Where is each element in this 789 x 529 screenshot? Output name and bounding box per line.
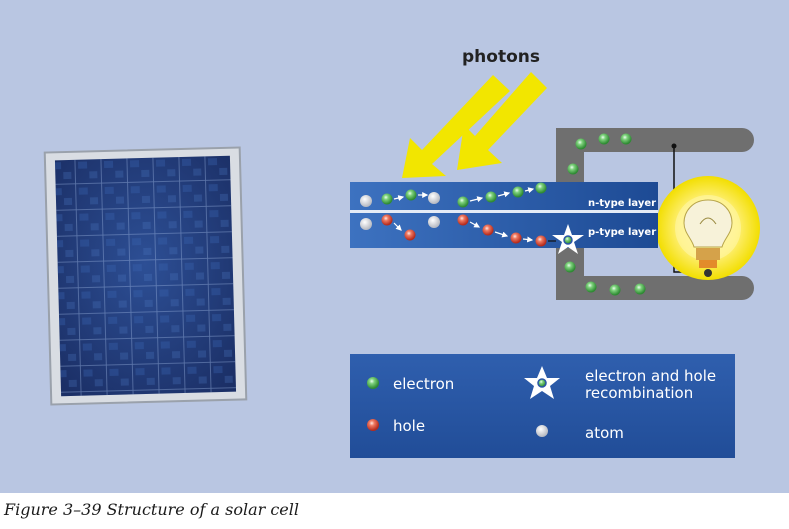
electron xyxy=(585,281,597,293)
atom xyxy=(428,192,440,204)
solar-cell-diagram: photons n-type layer p-type layer xyxy=(43,47,760,458)
electron xyxy=(457,196,469,208)
electron xyxy=(381,193,393,205)
legend-hole-icon xyxy=(367,419,379,431)
electron xyxy=(575,138,587,150)
recombination-star xyxy=(552,224,584,254)
legend-electron-icon xyxy=(367,377,379,389)
figure-caption: Figure 3–39 Structure of a solar cell xyxy=(4,500,299,519)
electrons-in-wire xyxy=(564,133,646,296)
electron xyxy=(405,189,417,201)
electron xyxy=(512,186,524,198)
electron xyxy=(535,182,547,194)
legend-electron-label: electron xyxy=(393,375,454,393)
wire-bottom xyxy=(556,276,754,300)
atoms xyxy=(360,192,440,230)
hole xyxy=(381,214,393,226)
hole xyxy=(510,232,522,244)
legend-recombination-line2: recombination xyxy=(585,384,693,402)
legend-recombination-line1: electron and hole xyxy=(585,367,716,385)
legend-hole-label: hole xyxy=(393,417,425,435)
n-layer-label: n-type layer xyxy=(588,198,656,209)
atom xyxy=(428,216,440,228)
p-layer-label: p-type layer xyxy=(588,227,656,238)
photon-arrows xyxy=(402,72,547,178)
wire-top xyxy=(556,128,754,152)
hole xyxy=(457,214,469,226)
electron xyxy=(620,133,632,145)
hole xyxy=(482,224,494,236)
photons-label: photons xyxy=(462,47,540,67)
legend-recombination-icon xyxy=(524,366,560,399)
electron xyxy=(567,163,579,175)
atom xyxy=(360,195,372,207)
electrons-n-layer xyxy=(381,182,547,208)
cell-layers xyxy=(350,182,658,248)
legend-atom-icon xyxy=(536,425,548,437)
holes-p-layer xyxy=(381,214,556,247)
photon-arrow-1 xyxy=(402,75,510,178)
legend: electron hole electron and hole recombin… xyxy=(350,354,735,458)
hole xyxy=(535,235,547,247)
electron xyxy=(564,261,576,273)
photon-arrow-2 xyxy=(457,72,547,170)
electron xyxy=(634,283,646,295)
figure-panel: photons n-type layer p-type layer xyxy=(0,0,789,493)
electron xyxy=(485,191,497,203)
electron xyxy=(598,133,610,145)
atom xyxy=(360,218,372,230)
legend-atom-label: atom xyxy=(585,424,624,442)
hole xyxy=(404,229,416,241)
light-bulb xyxy=(656,176,760,280)
electron xyxy=(609,284,621,296)
solar-panel-image xyxy=(43,146,248,406)
